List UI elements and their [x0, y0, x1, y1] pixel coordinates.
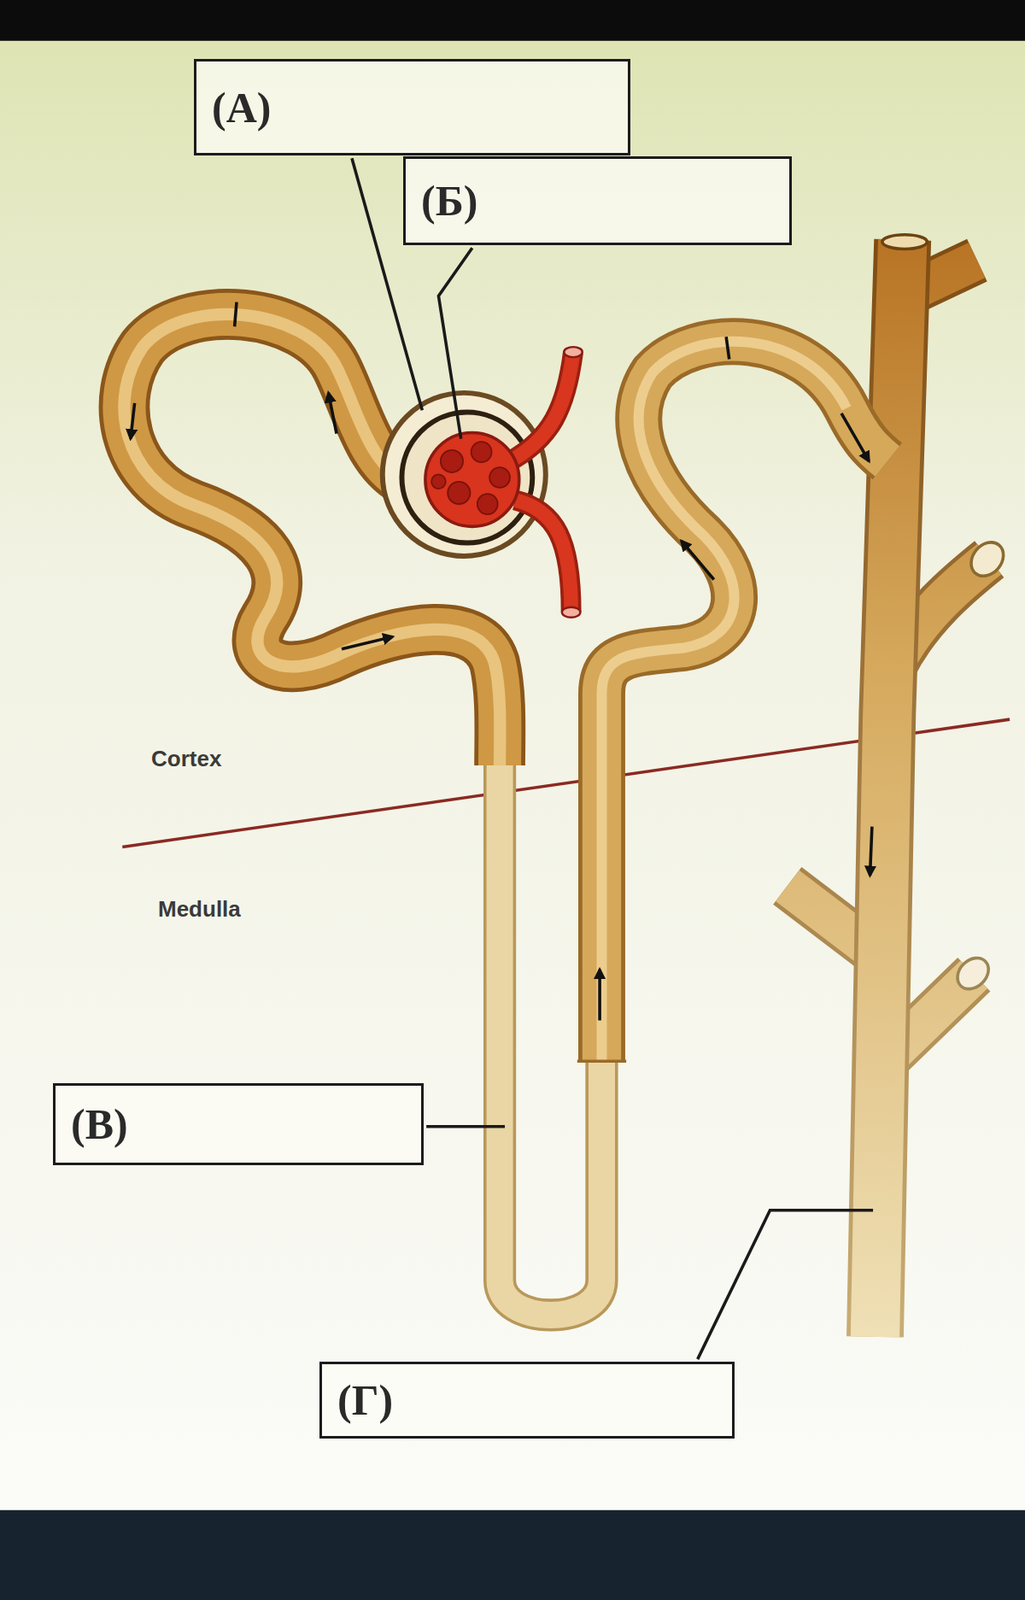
- label-box: (А): [193, 58, 631, 156]
- flow-arrow: [130, 403, 135, 440]
- capillary-loops: [431, 441, 510, 515]
- label-box: (Г): [319, 1361, 735, 1439]
- afferent-arteriole: [509, 351, 574, 462]
- capillary-loop: [471, 441, 492, 463]
- vessel-opening: [562, 607, 580, 618]
- capillary-loop: [431, 474, 446, 489]
- vessel-opening: [563, 346, 582, 358]
- flow-arrow: [597, 969, 602, 1021]
- screen-bezel: [0, 1510, 1025, 1600]
- segment-ticks: [234, 302, 730, 360]
- part-letter: (В): [55, 1102, 144, 1146]
- glomerulus: [425, 432, 520, 527]
- renal-corpuscle: [382, 346, 583, 618]
- capillary-loop: [447, 481, 470, 504]
- bowman-capsule: [382, 392, 546, 557]
- tubule-highlight: [601, 341, 847, 1061]
- duct-opening: [951, 951, 996, 996]
- region-label: Medulla: [158, 896, 241, 923]
- duct: [874, 240, 902, 1337]
- capillary-loop: [440, 450, 463, 473]
- label-box: (В): [52, 1083, 424, 1166]
- part-letter: (Г): [322, 1378, 409, 1422]
- flow-arrow: [870, 826, 873, 876]
- label-box: (Б): [403, 156, 792, 246]
- part-letter: (А): [196, 86, 287, 129]
- distal-tubule: [577, 341, 888, 1061]
- duct-opening: [964, 535, 1010, 582]
- leader-line: [697, 1210, 873, 1359]
- capillary-loop: [477, 493, 498, 515]
- efferent-arteriole: [515, 499, 572, 612]
- tubule-outline: [601, 341, 887, 1061]
- capsule-space: [401, 412, 533, 544]
- segment-boundary: [577, 1060, 627, 1064]
- flow-arrow: [841, 413, 869, 462]
- leader-line: [426, 1124, 505, 1129]
- duct-outline: [874, 240, 902, 1337]
- screen-ground: [0, 41, 1025, 1511]
- duct-opening: [882, 234, 928, 250]
- tubule: [601, 341, 887, 1061]
- segment-tick: [234, 302, 237, 328]
- flow-arrow: [681, 540, 715, 580]
- leader-line: [438, 247, 472, 439]
- segment-tick: [726, 336, 730, 359]
- efferent-arteriole-outline: [515, 499, 572, 612]
- leader-lines: [351, 158, 873, 1359]
- afferent-arteriole-outline: [509, 351, 574, 462]
- region-label: Cortex: [151, 745, 222, 773]
- flow-arrow: [328, 392, 337, 434]
- flow-arrow: [341, 636, 393, 649]
- capillary-loop: [489, 467, 510, 488]
- part-letter: (Б): [405, 179, 493, 223]
- flow-arrows: [130, 392, 873, 1021]
